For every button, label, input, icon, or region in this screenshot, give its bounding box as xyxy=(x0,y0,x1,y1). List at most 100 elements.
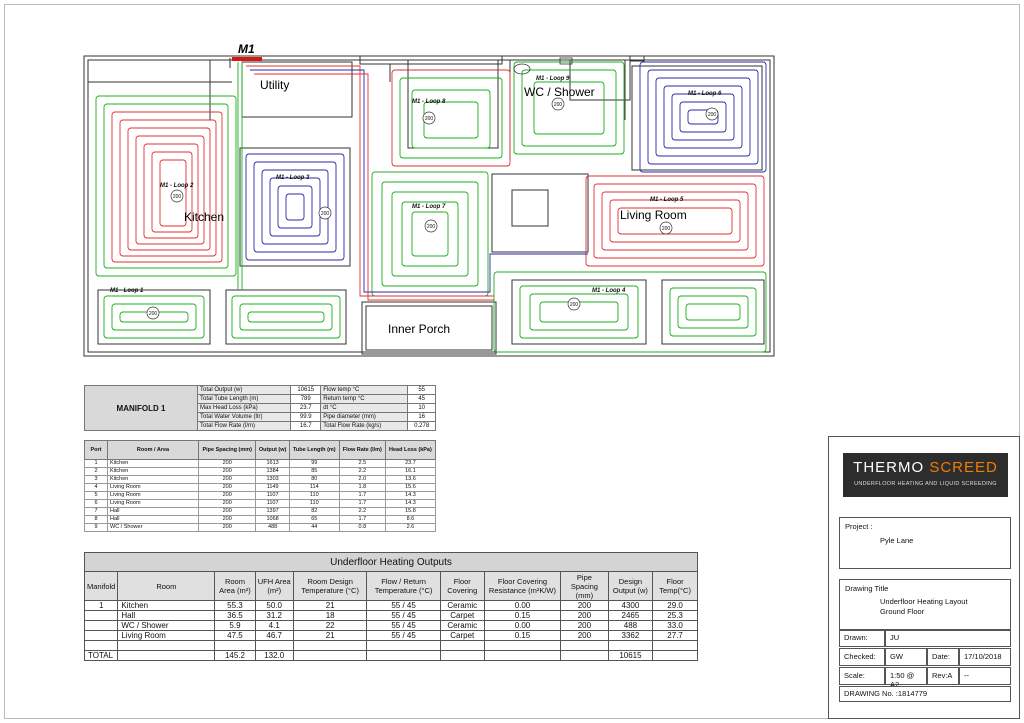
table-cell: 1 xyxy=(84,459,108,468)
table-row xyxy=(83,640,698,651)
table-cell: 55 / 45 xyxy=(366,630,441,641)
table-cell: 200 xyxy=(560,610,609,621)
column-header: Output (w) xyxy=(255,440,290,460)
manifold-key: Pipe diameter (mm) xyxy=(320,412,409,422)
table-cell: 200 xyxy=(197,491,257,500)
manifold-value: 0.278 xyxy=(407,421,436,431)
loop-label-2: M1 - Loop 2 xyxy=(160,183,194,189)
table-cell: 1107 xyxy=(255,491,290,500)
loop-label-8: M1 - Loop 8 xyxy=(412,99,446,105)
table-cell: 22 xyxy=(292,620,368,631)
svg-text:200: 200 xyxy=(425,116,434,122)
table-cell: 21 xyxy=(292,630,368,641)
table-cell: 110 xyxy=(288,491,340,500)
column-header: Room / Area xyxy=(107,440,199,460)
checked-label: Checked: xyxy=(839,648,885,666)
drawing-title-line2: Ground Floor xyxy=(880,607,925,616)
table-cell: 488 xyxy=(255,523,290,532)
table-cell: 15.8 xyxy=(384,507,437,516)
column-header: Room Design Temperature (°C) xyxy=(292,571,368,601)
project-label: Project : xyxy=(845,522,873,531)
table-cell: 1613 xyxy=(255,459,290,468)
table-cell: 33.0 xyxy=(652,620,698,631)
manifold-value: 45 xyxy=(407,394,436,404)
scale-value: 1:50 @ A2 xyxy=(885,667,927,689)
table-cell: Kitchen xyxy=(107,459,199,468)
table-cell: 44 xyxy=(288,523,340,532)
table-cell xyxy=(83,630,119,641)
spacing-tag: 200 xyxy=(170,189,184,203)
spacing-tag: 200 xyxy=(705,107,719,121)
table-cell: 55 / 45 xyxy=(366,620,441,631)
toilet-icon xyxy=(513,63,531,75)
table-cell: Carpet xyxy=(439,610,485,621)
table-cell: 0.00 xyxy=(483,620,562,631)
table-cell: 55.3 xyxy=(214,600,256,611)
table-cell xyxy=(483,640,562,651)
table-cell: 99 xyxy=(288,459,340,468)
spacing-tag: 200 xyxy=(422,111,436,125)
table-cell xyxy=(83,610,119,621)
table-cell: 23.7 xyxy=(384,459,437,468)
table-cell: 6 xyxy=(84,499,108,508)
floor-plan: M1 Utility WC / Shower Kitchen Living Ro… xyxy=(83,42,775,357)
table-cell: 2 xyxy=(84,467,108,476)
table-cell: 9 xyxy=(84,523,108,532)
column-header: Pipe Spacing (mm) xyxy=(197,440,257,460)
spacing-tag: 200 xyxy=(659,221,673,235)
table-cell: Carpet xyxy=(439,630,485,641)
manifold-value: 16 xyxy=(407,412,436,422)
rev-value: -- xyxy=(959,667,1011,685)
table-cell: 14.3 xyxy=(384,491,437,500)
spacing-tag: 200 xyxy=(567,297,581,311)
spacing-tag: 200 xyxy=(146,306,160,320)
table-cell: 2.0 xyxy=(338,475,386,484)
column-header: Floor Temp(°C) xyxy=(652,571,698,601)
drawing-title-box: Drawing Title Underfloor Heating Layout … xyxy=(839,579,1011,631)
room-label-living-room: Living Room xyxy=(620,208,687,222)
table-cell: 14.3 xyxy=(384,499,437,508)
outputs-title: Underfloor Heating Outputs xyxy=(84,552,698,572)
table-cell: Living Room xyxy=(107,491,199,500)
table-cell: 21 xyxy=(292,600,368,611)
table-cell: 29.0 xyxy=(652,600,698,611)
project-value: Pyle Lane xyxy=(880,536,914,545)
table-cell: 55 / 45 xyxy=(366,600,441,611)
table-cell: 5 xyxy=(84,491,108,500)
table-cell: 1397 xyxy=(255,507,290,516)
drawing-number: DRAWING No. :1814779 xyxy=(839,686,1011,702)
table-cell: 0.15 xyxy=(483,610,562,621)
manifold-key: Total Output (w) xyxy=(196,385,292,395)
table-cell: 8.6 xyxy=(384,515,437,524)
loop-label-4: M1 - Loop 4 xyxy=(592,288,626,294)
table-cell: 7 xyxy=(84,507,108,516)
logo-tagline: UNDERFLOOR HEATING AND LIQUID SCREEDING xyxy=(854,481,997,487)
table-cell: Ceramic xyxy=(439,620,485,631)
manifold-key: Total Flow Rate (l/m) xyxy=(196,421,292,431)
column-header: Pipe Spacing (mm) xyxy=(560,571,609,601)
table-cell: Kitchen xyxy=(107,475,199,484)
total-label: TOTAL xyxy=(83,650,119,661)
table-cell: 3 xyxy=(84,475,108,484)
table-cell: 18 xyxy=(292,610,368,621)
manifold-label: M1 xyxy=(238,42,255,56)
manifold-value: 23.7 xyxy=(290,403,322,413)
manifold-value: 99.9 xyxy=(290,412,322,422)
loop-label-6: M1 - Loop 6 xyxy=(688,91,722,97)
table-cell: 3362 xyxy=(607,630,654,641)
room-label-inner-porch: Inner Porch xyxy=(388,322,450,336)
column-header: Port xyxy=(84,440,108,460)
table-cell: 65 xyxy=(288,515,340,524)
svg-text:200: 200 xyxy=(427,224,436,230)
svg-text:200: 200 xyxy=(662,226,671,232)
table-cell: 82 xyxy=(288,507,340,516)
svg-text:200: 200 xyxy=(321,211,330,217)
table-cell xyxy=(83,640,119,651)
svg-text:200: 200 xyxy=(554,102,563,108)
total-room-area: 145.2 xyxy=(214,650,256,661)
manifold-key: dt °C xyxy=(320,403,409,413)
